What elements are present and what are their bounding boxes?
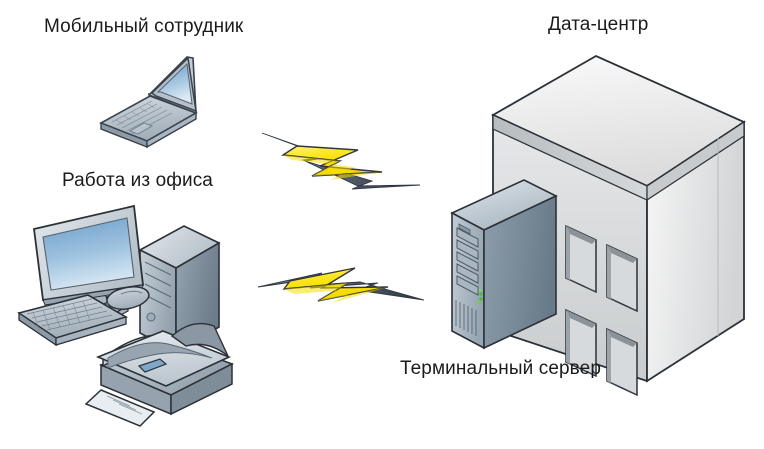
building-window <box>606 327 638 397</box>
printer-icon <box>84 322 234 427</box>
building-window <box>565 224 597 294</box>
label-mobile-worker: Мобильный сотрудник <box>44 16 244 37</box>
desktop-tower-icon <box>138 225 221 354</box>
building-window <box>565 308 597 378</box>
server-vent-grille <box>455 300 477 336</box>
label-terminal-server: Терминальный сервер <box>400 358 601 379</box>
building-window <box>606 243 638 313</box>
label-data-center: Дата-центр <box>548 14 649 35</box>
lightning-bolt-icon <box>257 267 425 303</box>
server-tower-icon <box>450 179 558 350</box>
desktop-computer-icon <box>17 204 234 427</box>
keyboard-icon <box>17 294 129 347</box>
lightning-bolt-icon <box>261 132 421 190</box>
label-office-work: Работа из офиса <box>62 170 213 191</box>
server-drive-bays <box>456 227 479 296</box>
laptop-icon <box>99 56 198 149</box>
server-status-leds <box>477 288 483 305</box>
